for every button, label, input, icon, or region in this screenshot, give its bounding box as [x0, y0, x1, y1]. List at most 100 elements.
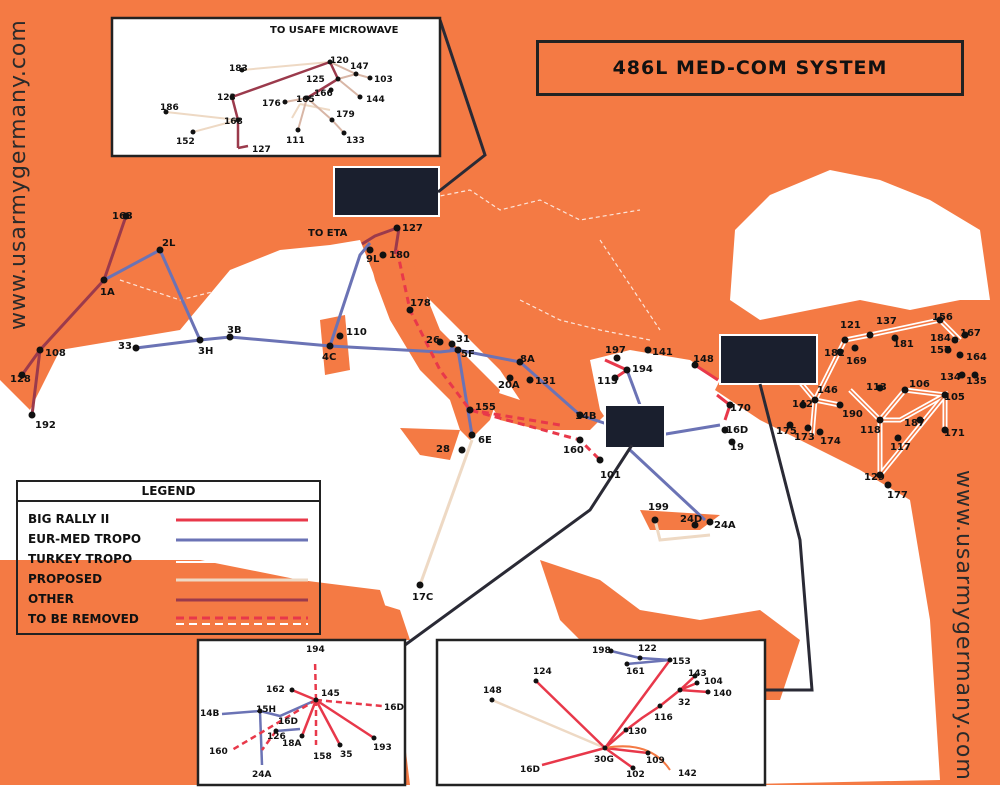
- inset-bl-label: 15H: [256, 705, 276, 715]
- node-label: 178: [410, 298, 431, 309]
- sicily: [400, 428, 460, 460]
- inset-top-label: 152: [176, 137, 195, 147]
- node-label: 175: [776, 426, 797, 437]
- inset-top-label: 186: [160, 103, 179, 113]
- node-label: 2L: [162, 238, 176, 249]
- node-label: 135: [966, 376, 987, 387]
- node-label: 148: [693, 354, 714, 365]
- inset-br-label: 198: [592, 646, 611, 656]
- inset-top: TO USAFE MICROWAVE 183 120 147 125: [110, 16, 442, 158]
- node-label: 155: [475, 402, 496, 413]
- node-label: 171: [944, 428, 965, 439]
- legend-swatches: [176, 518, 308, 625]
- watermark-left: www.usarmygermany.com: [6, 19, 31, 330]
- inset-bottom-left: 194 162 145 16D 14B 15H 16D 126 18A 160 …: [196, 638, 407, 787]
- node-label: 199: [648, 502, 669, 513]
- inset-bl-label: 16D: [384, 703, 404, 713]
- node-label: 19: [730, 442, 744, 453]
- inset-br-label: 16D: [520, 765, 540, 775]
- inset-bottom-right: 198 122 153 161 143 104 124 140 32 148 1…: [435, 638, 767, 787]
- node-label: 105: [944, 392, 965, 403]
- inset-top-label: 127: [252, 145, 271, 155]
- links-turkey-tropo: [788, 317, 962, 477]
- map-node-labels: 163 2L 1A 108 128 192 33 3H 3B 110 4C 9L…: [10, 211, 987, 603]
- node-label: 181: [893, 339, 914, 350]
- inset-bl-label: 126: [267, 732, 286, 742]
- inset-top-label: 165: [296, 95, 315, 105]
- inset-br-label: 32: [678, 698, 691, 708]
- node-label: 157: [930, 345, 951, 356]
- inset-top-box: [110, 16, 442, 158]
- inset-top-label: 133: [346, 136, 365, 146]
- node-label: 170: [730, 403, 751, 414]
- inset-top-label: 166: [314, 89, 333, 99]
- inset-br-label: 140: [713, 689, 732, 699]
- inset-br-label: 30G: [594, 755, 614, 765]
- inset-bl-label: 193: [373, 743, 392, 753]
- inset-br-label: 130: [628, 727, 647, 737]
- node-label: 173: [794, 432, 815, 443]
- black-sea: [730, 170, 990, 320]
- inset-br-label: 161: [626, 667, 645, 677]
- node-label: 24A: [714, 520, 736, 531]
- node-label: 182: [824, 348, 845, 359]
- legend-label-other: OTHER: [28, 592, 74, 606]
- legend-label-proposed: PROPOSED: [28, 572, 103, 586]
- inset-br-label: 109: [646, 756, 665, 766]
- node-label: 167: [960, 328, 981, 339]
- inset-br-label: 142: [678, 769, 697, 779]
- country-borders: [119, 189, 661, 341]
- italy-land: [365, 230, 500, 440]
- inset-bl-label: 145: [321, 689, 340, 699]
- node-label: 3H: [198, 346, 213, 357]
- redacted-box-north: [333, 166, 440, 217]
- node-label: 8A: [520, 354, 535, 365]
- inset-top-label: 123: [217, 93, 236, 103]
- inset-top-label: 144: [366, 95, 385, 105]
- node-label: 146: [817, 385, 838, 396]
- inset-br-label: 143: [688, 669, 707, 679]
- node-label: 26: [426, 335, 440, 346]
- redacted-box-turkey: [719, 334, 818, 385]
- inset-br-label: 102: [626, 770, 645, 780]
- inset-top-label: 176: [262, 99, 281, 109]
- legend-label-big-rally: BIG RALLY II: [28, 512, 110, 526]
- node-label: 187: [904, 418, 925, 429]
- inset-top-label: 168: [224, 117, 243, 127]
- legend-panel: LEGEND BIG RALLY II EUR-MED TROPO TURKEY…: [16, 480, 321, 635]
- node-label: 194: [632, 364, 653, 375]
- node-label: 113: [866, 382, 887, 393]
- map-title: 486L MED-COM SYSTEM: [612, 57, 888, 79]
- inset-bl-label: 194: [306, 645, 325, 655]
- node-dots: [18, 212, 979, 589]
- node-label: 31: [456, 334, 470, 345]
- node-label: 174: [820, 436, 841, 447]
- links-proposed: [418, 439, 711, 586]
- node-label: 118: [860, 425, 881, 436]
- legend-label-turkey-tropo: TURKEY TROPO: [28, 552, 133, 566]
- node-label: 9L: [366, 254, 380, 265]
- node-label: 24D: [680, 514, 702, 525]
- node-label: 142: [792, 399, 813, 410]
- node-label: 127: [402, 223, 423, 234]
- inset-bl-label: 158: [313, 752, 332, 762]
- links-to-be-removed: [395, 249, 602, 462]
- node-label: 137: [876, 316, 897, 327]
- node-label: 128: [10, 374, 31, 385]
- node-label: 117: [890, 442, 911, 453]
- inset-bl-label: 18A: [282, 739, 302, 749]
- node-label: 108: [45, 348, 66, 359]
- node-label: 131: [535, 376, 556, 387]
- inset-bl-label: 14B: [200, 709, 220, 719]
- node-label: 17C: [412, 592, 433, 603]
- inset-br-label: 122: [638, 644, 657, 654]
- node-label: 20A: [498, 380, 520, 391]
- inset-br-label: 148: [483, 686, 502, 696]
- node-label: 33: [118, 341, 132, 352]
- node-label: 16D: [726, 425, 748, 436]
- inset-bl-label: 160: [209, 747, 228, 757]
- node-label: 110: [346, 327, 367, 338]
- node-label: TO ETA: [308, 228, 348, 239]
- node-label: 192: [35, 420, 56, 431]
- inset-top-label: 125: [306, 75, 325, 85]
